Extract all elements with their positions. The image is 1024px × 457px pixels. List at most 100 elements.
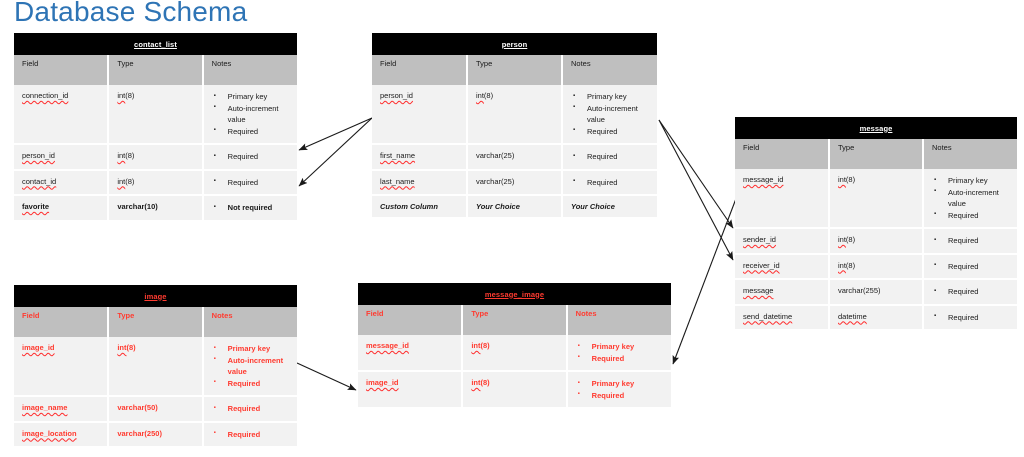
cell-notes: Your Choice bbox=[562, 195, 657, 217]
note-item: Auto-increment value bbox=[571, 102, 657, 126]
cell-field: person_id bbox=[14, 144, 110, 171]
cell-notes: Primary keyRequired bbox=[566, 371, 671, 407]
column-header-notes: Notes bbox=[923, 139, 1017, 169]
table-title-contact_list: contact_list bbox=[14, 33, 297, 55]
cell-notes: Primary keyAuto-increment valueRequired bbox=[202, 337, 297, 397]
column-header-field: Field bbox=[735, 139, 830, 169]
cell-notes: Primary keyRequired bbox=[566, 335, 671, 372]
column-header-type: Type bbox=[829, 139, 924, 169]
column-header-notes: Notes bbox=[566, 305, 671, 335]
cell-notes: Required bbox=[923, 228, 1017, 255]
cell-field: message_id bbox=[358, 335, 464, 372]
cell-notes: Primary keyAuto-increment valueRequired bbox=[923, 169, 1017, 229]
cell-notes: Required bbox=[562, 169, 657, 196]
note-item: Not required bbox=[212, 202, 297, 214]
note-item: Primary key bbox=[212, 343, 297, 355]
note-item: Primary key bbox=[571, 91, 657, 103]
cell-notes: Primary keyAuto-increment valueRequired bbox=[562, 85, 657, 145]
cell-type: int(8) bbox=[462, 335, 568, 372]
cell-type: int(8) bbox=[829, 169, 924, 229]
note-item: Required bbox=[212, 176, 297, 189]
arrow-image-to-messageimage-imageid bbox=[296, 362, 357, 391]
cell-type: int(8) bbox=[108, 144, 204, 171]
cell-notes: Required bbox=[923, 253, 1017, 280]
table-person: personFieldTypeNotesperson_idint(8)Prima… bbox=[372, 33, 657, 217]
note-item: Required bbox=[932, 286, 1017, 298]
note-item: Primary key bbox=[576, 378, 671, 390]
cell-type: varchar(25) bbox=[467, 169, 563, 196]
cell-notes: Required bbox=[202, 421, 297, 446]
cell-type: varchar(10) bbox=[108, 195, 204, 220]
table-title-image: image bbox=[14, 285, 297, 307]
cell-field: last_name bbox=[372, 169, 468, 196]
cell-type: int(8) bbox=[467, 85, 563, 145]
note-item: Required bbox=[932, 260, 1017, 273]
arrow-person-to-message-receiverid bbox=[658, 119, 734, 261]
note-item: Primary key bbox=[932, 175, 1017, 187]
cell-notes: Required bbox=[923, 279, 1017, 306]
note-item: Required bbox=[212, 125, 297, 138]
note-item: Auto-increment value bbox=[932, 186, 1017, 210]
cell-notes: Required bbox=[923, 304, 1017, 329]
cell-field: Custom Column bbox=[372, 195, 468, 217]
cell-type: Your Choice bbox=[467, 195, 563, 217]
cell-field: first_name bbox=[372, 144, 468, 171]
column-header-notes: Notes bbox=[202, 55, 297, 85]
note-item: Auto-increment value bbox=[212, 102, 297, 126]
arrow-person-to-contactlist-contactid bbox=[298, 117, 373, 187]
column-header-type: Type bbox=[462, 305, 568, 335]
arrow-person-to-contactlist-personid bbox=[298, 117, 373, 151]
cell-field: image_id bbox=[14, 337, 110, 397]
column-header-notes: Notes bbox=[202, 307, 297, 337]
note-item: Auto-increment value bbox=[212, 354, 297, 378]
note-item: Primary key bbox=[212, 91, 297, 103]
cell-field: image_id bbox=[358, 371, 464, 407]
cell-field: send_datetime bbox=[735, 304, 830, 329]
cell-notes: Required bbox=[202, 169, 297, 196]
note-item: Required bbox=[212, 377, 297, 390]
arrow-person-to-message-senderid bbox=[658, 119, 734, 229]
arrow-message-to-messageimage-messageid bbox=[672, 195, 738, 365]
column-header-type: Type bbox=[108, 307, 204, 337]
table-message: messageFieldTypeNotesmessage_idint(8)Pri… bbox=[735, 117, 1017, 329]
column-header-field: Field bbox=[14, 55, 110, 85]
table-title-person: person bbox=[372, 33, 657, 55]
cell-notes: Required bbox=[202, 396, 297, 423]
table-title-message_image: message_image bbox=[358, 283, 671, 305]
note-item: Required bbox=[576, 352, 671, 365]
note-item: Required bbox=[212, 428, 297, 441]
cell-field: image_name bbox=[14, 396, 110, 423]
cell-type: datetime bbox=[829, 304, 924, 329]
cell-type: varchar(255) bbox=[829, 279, 924, 306]
cell-type: int(8) bbox=[108, 169, 204, 196]
note-item: Primary key bbox=[576, 341, 671, 353]
cell-field: person_id bbox=[372, 85, 468, 145]
cell-field: message_id bbox=[735, 169, 830, 229]
column-header-notes: Notes bbox=[562, 55, 657, 85]
note-item: Required bbox=[571, 151, 657, 163]
column-header-type: Type bbox=[467, 55, 563, 85]
note-item: Required bbox=[212, 151, 297, 163]
table-image: imageFieldTypeNotesimage_idint(8)Primary… bbox=[14, 285, 297, 446]
cell-type: int(8) bbox=[829, 228, 924, 255]
table-title-message: message bbox=[735, 117, 1017, 139]
cell-field: sender_id bbox=[735, 228, 830, 255]
